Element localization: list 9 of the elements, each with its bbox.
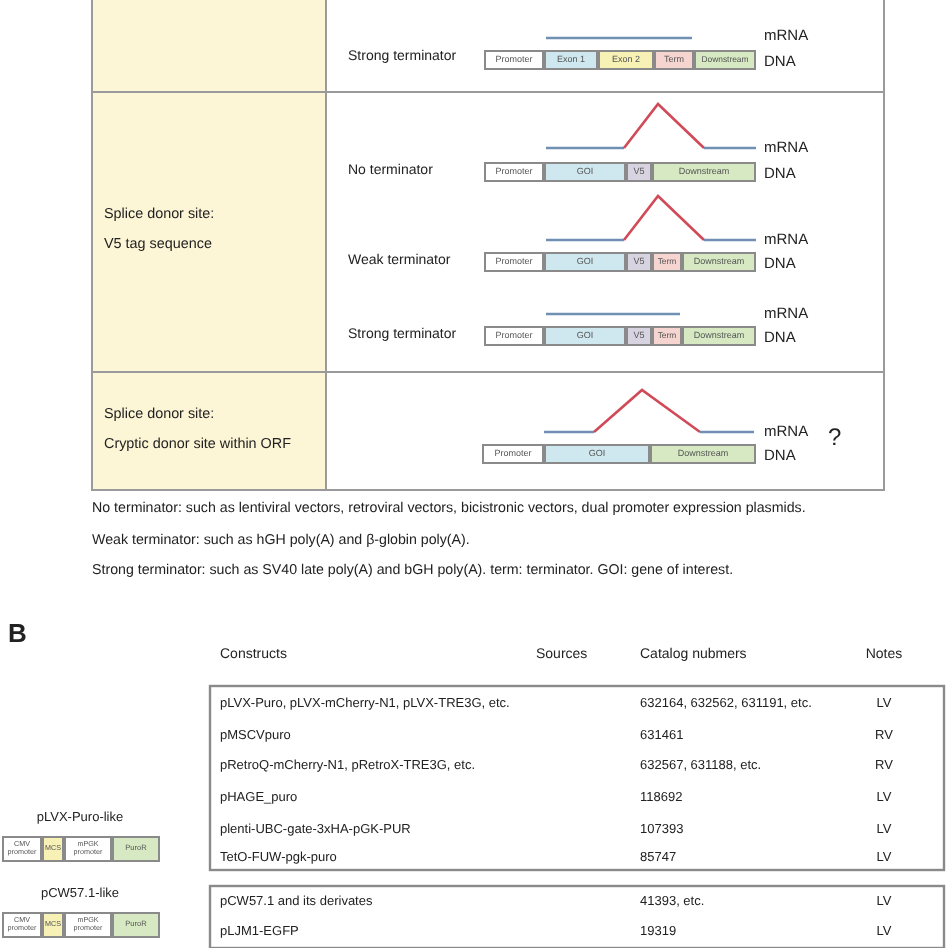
mrna-line bbox=[546, 36, 692, 40]
question-mark: ? bbox=[828, 424, 842, 452]
mrna-line bbox=[546, 312, 680, 316]
spliced-mrna-drawing bbox=[546, 102, 756, 150]
dna-construct-bar bbox=[2, 836, 160, 862]
spliced-mrna-drawing bbox=[544, 388, 754, 434]
spliced-mrna-drawing bbox=[546, 194, 756, 242]
dna-construct-bar bbox=[2, 912, 160, 938]
panel-letter: B bbox=[8, 619, 27, 649]
